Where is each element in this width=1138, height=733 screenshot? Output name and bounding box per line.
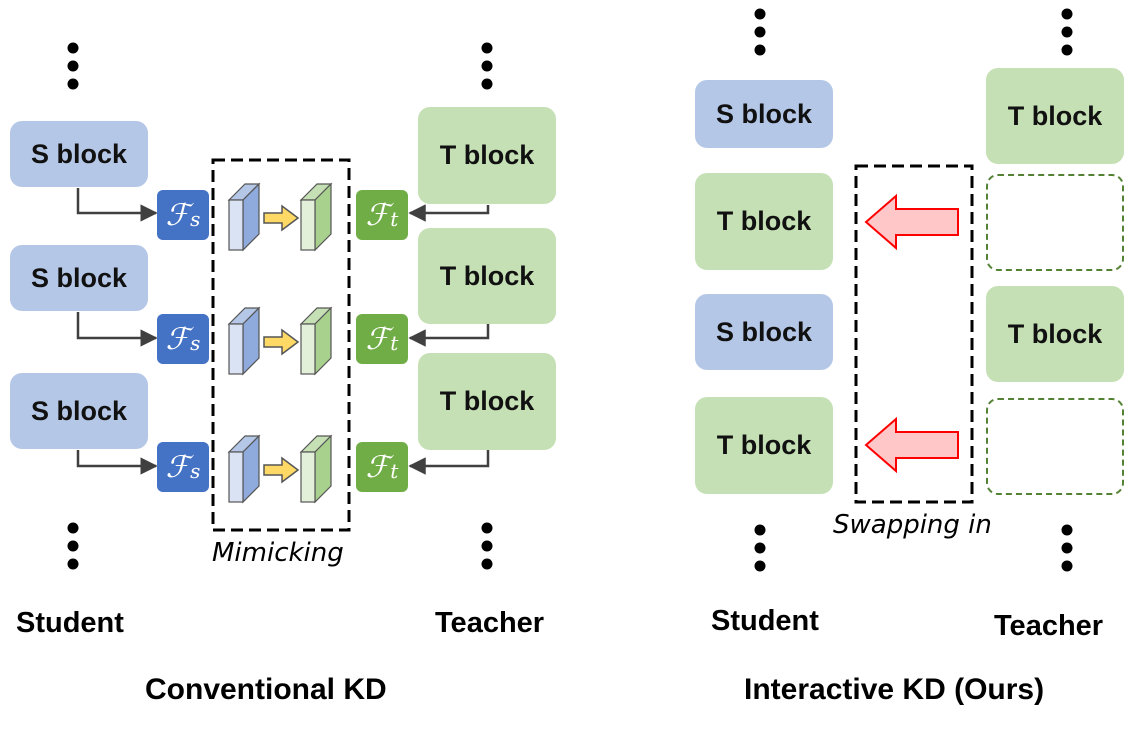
left-teacher-block-2: T block <box>418 228 556 324</box>
teacher-feature-subscript: t <box>390 207 399 231</box>
left-teacher-label: Teacher <box>435 607 545 639</box>
left-student-block-2: S block <box>10 245 148 311</box>
teacher-feature-map-2 <box>299 306 333 376</box>
right-student-block-2: T block <box>695 173 833 270</box>
right-student-label: Student <box>711 605 819 637</box>
teacher-connector-2 <box>408 324 490 347</box>
left-teacher-block-1: T block <box>418 107 556 204</box>
student-connector-2 <box>76 312 158 347</box>
right-teacher-empty-slot-2 <box>986 398 1124 495</box>
teacher-feature-symbol: ℱ <box>365 197 390 233</box>
teacher-connector-3 <box>408 450 490 475</box>
teacher-feature-subscript: t <box>390 331 399 355</box>
teacher-feature-map-1 <box>299 182 333 252</box>
right-student-block-4: T block <box>695 397 833 494</box>
ellipsis-dots-right-teacher-top <box>1061 8 1073 56</box>
right-teacher-block-2: T block <box>986 286 1124 382</box>
right-teacher-block-1: T block <box>986 68 1124 164</box>
left-student-block-3: S block <box>10 373 148 449</box>
mimic-arrow-2 <box>263 328 300 356</box>
student-feature-symbol: ℱ <box>165 197 190 233</box>
swapping-frame <box>854 164 974 504</box>
swapping-in-label: Swapping in <box>833 510 992 540</box>
student-feature-symbol: ℱ <box>165 321 190 357</box>
ellipsis-dots-left-student-bottom <box>67 522 79 570</box>
student-feature-map-2 <box>227 306 261 376</box>
student-connector-1 <box>76 188 158 222</box>
swap-arrow-2 <box>864 416 959 474</box>
student-feature-map-3 <box>227 434 261 504</box>
mimic-arrow-3 <box>263 456 300 484</box>
teacher-feature-symbol: ℱ <box>365 321 390 357</box>
left-student-label: Student <box>16 607 124 639</box>
ellipsis-dots-left-student-top <box>67 42 79 90</box>
student-feature-symbol: ℱ <box>165 449 190 485</box>
ellipsis-dots-right-teacher-bottom <box>1061 524 1073 572</box>
student-feature-subscript: s <box>190 207 201 231</box>
student-connector-3 <box>76 450 158 475</box>
teacher-connector-1 <box>408 204 490 222</box>
student-feature-subscript: s <box>190 459 201 483</box>
swap-arrow-1 <box>864 193 959 251</box>
right-teacher-label: Teacher <box>994 610 1104 642</box>
mimic-arrow-1 <box>263 204 300 232</box>
student-feature-map-1 <box>227 182 261 252</box>
right-student-block-3: S block <box>695 294 833 370</box>
ellipsis-dots-right-student-top <box>754 8 766 56</box>
right-panel-title: Interactive KD (Ours) <box>744 673 1045 706</box>
left-teacher-block-3: T block <box>418 353 556 450</box>
ellipsis-dots-left-teacher-top <box>481 42 493 90</box>
teacher-feature-map-3 <box>299 434 333 504</box>
mimicking-label: Mimicking <box>212 538 344 568</box>
right-student-block-1: S block <box>695 80 833 148</box>
left-panel-title: Conventional KD <box>145 673 387 706</box>
teacher-feature-subscript: t <box>390 459 399 483</box>
ellipsis-dots-left-teacher-bottom <box>481 522 493 570</box>
left-student-block-1: S block <box>10 121 148 187</box>
ellipsis-dots-right-student-bottom <box>754 524 766 572</box>
right-teacher-empty-slot-1 <box>986 174 1124 271</box>
teacher-feature-symbol: ℱ <box>365 449 390 485</box>
student-feature-subscript: s <box>190 331 201 355</box>
